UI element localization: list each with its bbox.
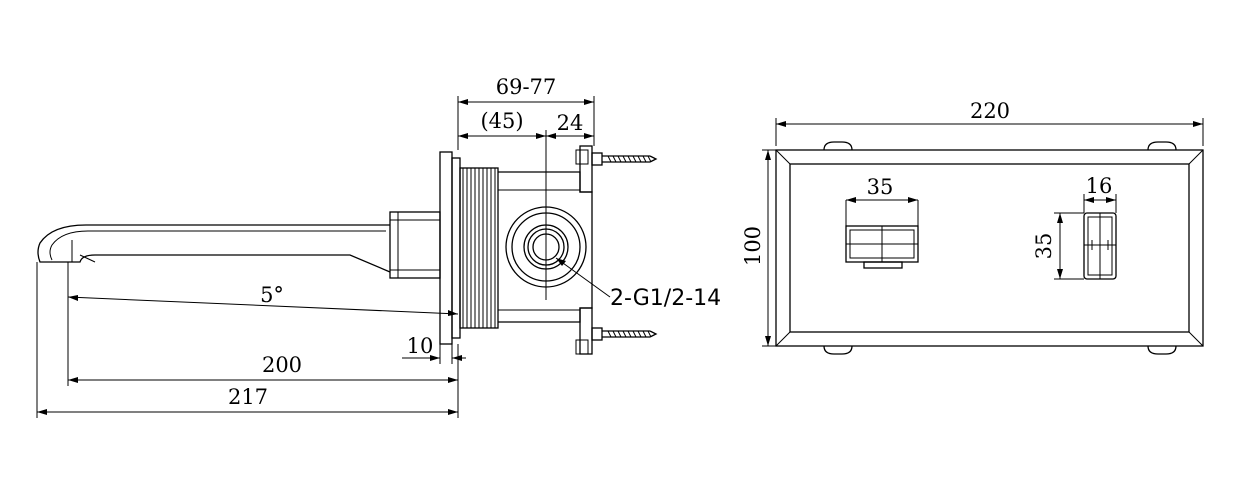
stud-thread-line bbox=[632, 155, 637, 163]
dim-body-depth: (45) 24 bbox=[458, 109, 594, 140]
dim-total-depth: 69-77 bbox=[457, 75, 595, 150]
dim-plate-height: 100 bbox=[741, 149, 776, 347]
dim-handle-width: 35 bbox=[846, 175, 918, 203]
mounting-stud-bottom bbox=[591, 327, 658, 341]
stud-thread-line bbox=[617, 155, 622, 163]
dim-flange-label: 10 bbox=[407, 334, 434, 358]
dim-body-depth-label: (45) bbox=[480, 109, 523, 133]
dim-plate-height-label: 100 bbox=[741, 226, 765, 266]
dim-handle-height-label: 35 bbox=[1032, 233, 1056, 260]
mounting-stud-top bbox=[591, 152, 658, 166]
stud-thread-line bbox=[612, 330, 617, 338]
dim-stud-offset-label: 24 bbox=[557, 111, 584, 135]
stud-thread-line bbox=[607, 155, 612, 163]
dim-spout-200: 200 bbox=[67, 302, 459, 386]
mounting-lugs bbox=[823, 141, 1177, 355]
connection-port bbox=[505, 140, 587, 300]
dim-knob-width-label: 16 bbox=[1086, 174, 1113, 198]
stud-thread-line bbox=[627, 330, 632, 338]
stud-thread-line bbox=[612, 155, 617, 163]
dim-plate-width-label: 220 bbox=[970, 99, 1010, 123]
dim-angle: 5° bbox=[67, 262, 459, 316]
spout bbox=[37, 224, 391, 273]
dim-flange: 10 bbox=[402, 334, 466, 364]
stud-thread-line bbox=[622, 330, 627, 338]
stud-thread-line bbox=[617, 330, 622, 338]
dim-knob-width: 16 bbox=[1083, 174, 1117, 213]
stud-thread-line bbox=[622, 155, 627, 163]
stud-thread-line bbox=[627, 155, 632, 163]
callout-thread-label: 2-G1/2-14 bbox=[610, 286, 721, 311]
dim-handle-width-label: 35 bbox=[867, 175, 894, 199]
stud-thread-line bbox=[607, 330, 612, 338]
stud-thread-line bbox=[637, 155, 642, 163]
rotary-knob bbox=[1083, 212, 1117, 280]
dim-plate-width: 220 bbox=[775, 99, 1204, 146]
cover-plate bbox=[775, 149, 1204, 347]
dim-handle-height: 35 bbox=[1032, 212, 1084, 280]
front-view: 220 100 35 16 bbox=[741, 99, 1204, 355]
side-view: 69-77 (45) 24 5° bbox=[36, 75, 721, 418]
dim-spout-200-label: 200 bbox=[262, 353, 302, 377]
dim-spout-217-label: 217 bbox=[228, 385, 268, 409]
dim-angle-label: 5° bbox=[260, 283, 284, 307]
lever-handle bbox=[845, 200, 919, 269]
stud-thread-line bbox=[642, 330, 647, 338]
dim-total-depth-label: 69-77 bbox=[496, 75, 557, 99]
spout-connector bbox=[389, 211, 441, 279]
stud-thread-line bbox=[632, 330, 637, 338]
valve-body bbox=[498, 145, 593, 355]
stud-thread-top bbox=[607, 155, 652, 163]
dim-spout-217: 217 bbox=[36, 262, 459, 418]
stud-thread-line bbox=[642, 155, 647, 163]
stud-thread-line bbox=[637, 330, 642, 338]
stud-thread-bottom bbox=[607, 330, 652, 338]
stud-thread-line bbox=[647, 155, 652, 163]
callout-thread: 2-G1/2-14 bbox=[555, 257, 721, 311]
thread-lines bbox=[462, 168, 496, 328]
threaded-sleeve bbox=[459, 167, 499, 329]
stud-thread-line bbox=[647, 330, 652, 338]
